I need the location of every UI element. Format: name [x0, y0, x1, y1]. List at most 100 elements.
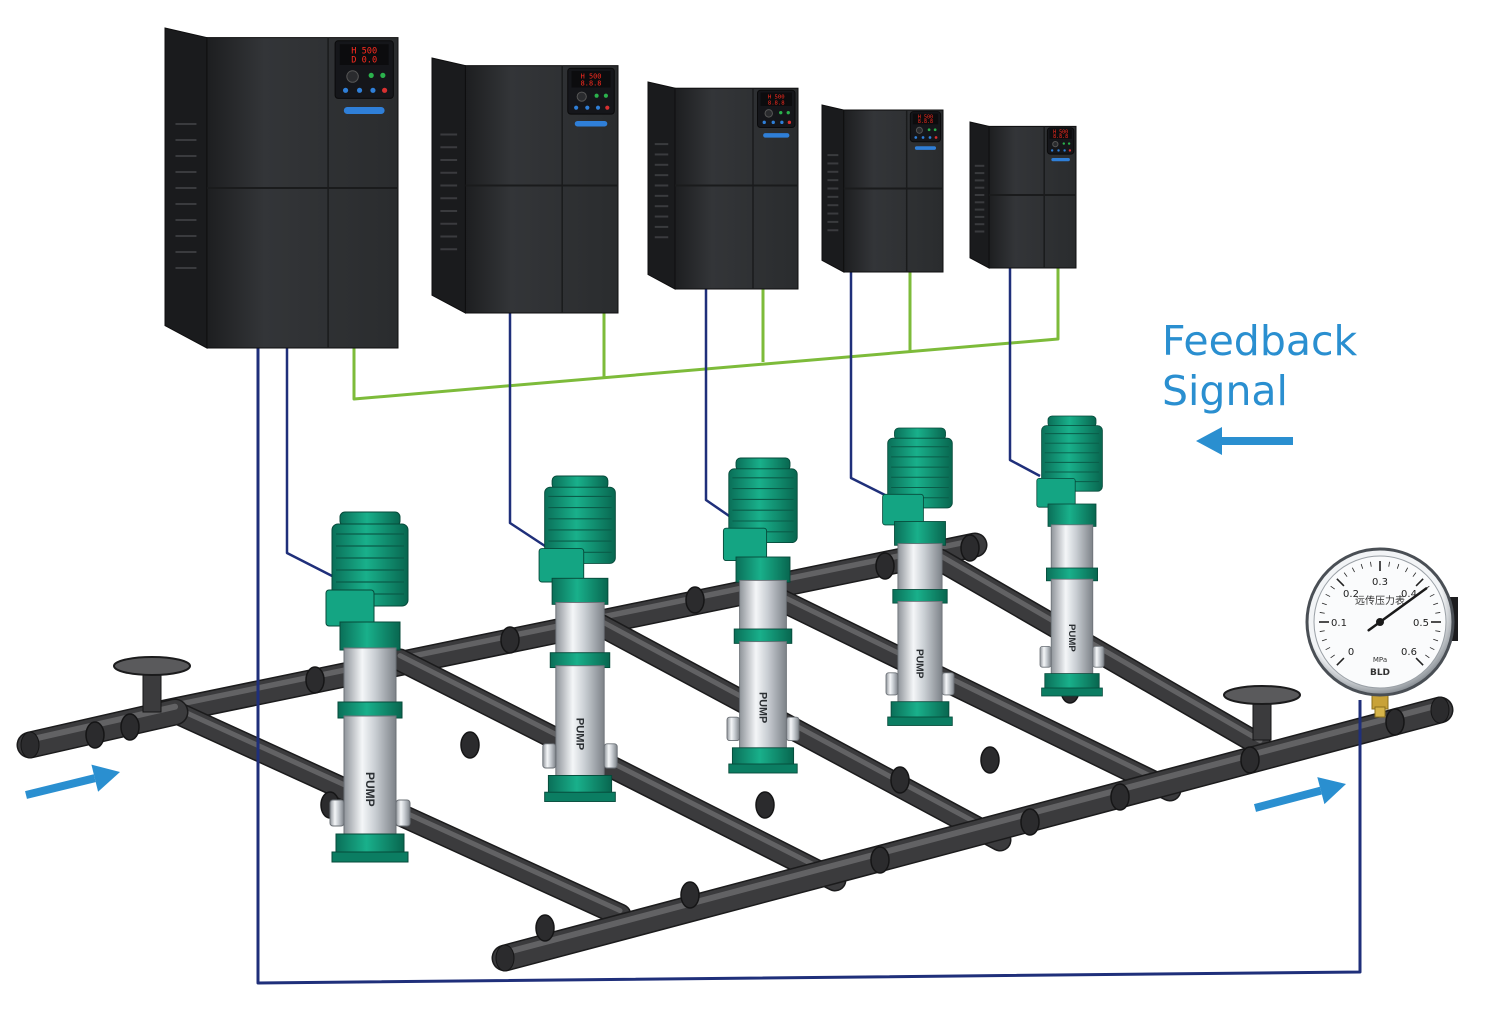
vfd-key-icon	[786, 110, 790, 115]
gauge-tick	[1336, 578, 1345, 587]
pump-label: PUMP	[914, 649, 925, 679]
pipe-end-cap	[1430, 696, 1450, 724]
vfd-display-bottom: 8.8.8	[918, 119, 933, 125]
pipe-collar	[535, 914, 555, 942]
vfd-run-button-icon	[594, 93, 599, 98]
gauge-tick	[1321, 602, 1327, 606]
gauge-tick	[1388, 561, 1390, 567]
vfd-key-icon	[914, 136, 918, 139]
inlet-stub	[142, 671, 162, 713]
pipe-collar	[500, 626, 520, 654]
vfd-key-icon	[574, 105, 579, 110]
vfd-run-button-icon	[779, 110, 783, 115]
pump4-power-wire	[849, 270, 886, 497]
gauge-tick	[1351, 567, 1355, 573]
outlet-flange	[1223, 685, 1301, 705]
gauge-tick	[1330, 654, 1335, 659]
vfd-display	[912, 113, 939, 125]
gauge-tick	[1405, 567, 1409, 573]
caption-line-2: Signal	[1162, 367, 1288, 415]
pump-label: PUMP	[756, 692, 768, 723]
gauge-tick	[1325, 593, 1331, 597]
vfd-key-icon	[921, 136, 925, 139]
pump-5: PUMP	[1036, 415, 1105, 697]
gauge-tick-label: 0.5	[1413, 618, 1429, 629]
caption-line-1: Feedback	[1162, 317, 1358, 365]
vfd-dial-icon	[346, 70, 359, 83]
pump-junction-box	[1036, 478, 1076, 508]
outlet-flow-arrow-icon	[1253, 777, 1346, 812]
gauge-brand: BLD	[1370, 668, 1390, 678]
gauge-tick	[1412, 572, 1417, 577]
vfd-logo-badge	[343, 107, 385, 114]
pump-junction-box	[538, 548, 585, 583]
vfd-key-icon	[380, 72, 386, 78]
gauge-tick-label: 0	[1348, 647, 1354, 658]
gauge-tick-label: 0.4	[1401, 589, 1417, 600]
vfd-stop-button-icon	[1068, 149, 1072, 152]
vfd-display	[571, 70, 611, 88]
vfd-dial-icon	[764, 109, 773, 118]
pump-junction-box	[882, 493, 924, 526]
vfd-display-top: H 500	[768, 94, 785, 100]
vfd-display	[760, 92, 792, 106]
vfd-dial-icon	[1052, 141, 1059, 148]
inlet-flow-arrow-icon	[25, 764, 120, 799]
pipe-network	[16, 532, 1454, 972]
pump3-power-wire	[704, 288, 736, 522]
pipe-collar	[890, 766, 910, 794]
gauge-tick	[1415, 578, 1424, 587]
gauge-tick	[1321, 638, 1327, 642]
pump-label: PUMP	[1066, 624, 1077, 652]
pump-3: PUMP	[722, 457, 800, 774]
vfd-display	[1049, 129, 1072, 139]
gauge-tick	[1425, 654, 1430, 659]
vfd-run-button-icon	[927, 128, 931, 132]
gauge-tick	[1429, 593, 1435, 597]
pump-junction-box	[722, 527, 768, 562]
inlet-flange	[113, 656, 191, 676]
pump-2: PUMP	[538, 475, 618, 802]
vfd-stop-button-icon	[787, 120, 792, 125]
vfd-key-icon	[771, 120, 775, 125]
vfd-key-icon	[370, 87, 376, 93]
pipe-collar	[1385, 708, 1405, 736]
pipe-collar	[1110, 783, 1130, 811]
vfd-stop-button-icon	[382, 87, 388, 93]
vfd-key-icon	[1063, 149, 1066, 152]
pipe-collar	[960, 534, 980, 562]
pipe-collar	[1020, 808, 1040, 836]
gauge-tick	[1415, 657, 1424, 666]
gauge-tick	[1433, 638, 1439, 642]
gauge-tick	[1336, 657, 1345, 666]
vfd-display-bottom: D 0.0	[351, 56, 377, 66]
pipe-end-cap	[495, 944, 515, 972]
pipe-collar	[980, 746, 1000, 774]
vfd-key-icon	[585, 105, 590, 110]
pipe-collar	[680, 881, 700, 909]
gauge-tick	[1343, 572, 1348, 577]
outlet-stub	[1252, 699, 1272, 741]
cross-pipe-3	[588, 613, 1012, 852]
vfd-stop-button-icon	[605, 105, 610, 110]
gauge-tick	[1370, 561, 1372, 567]
vfd-key-icon	[1050, 149, 1054, 152]
gauge-tick	[1396, 563, 1400, 569]
vfd-key-icon	[928, 136, 932, 139]
vfd-display-top: H 500	[351, 46, 377, 56]
vfd-display-bottom: 8.8.8	[581, 80, 602, 88]
vfd-display-top: H 500	[581, 72, 602, 80]
vfd-key-icon	[762, 120, 766, 125]
gauge-tick	[1360, 563, 1364, 569]
pipe-collar	[870, 846, 890, 874]
pipe-end-cap	[20, 731, 40, 759]
pipe-collar	[305, 666, 325, 694]
cross-pipe-4	[748, 578, 1182, 802]
pipe-collar	[685, 586, 705, 614]
